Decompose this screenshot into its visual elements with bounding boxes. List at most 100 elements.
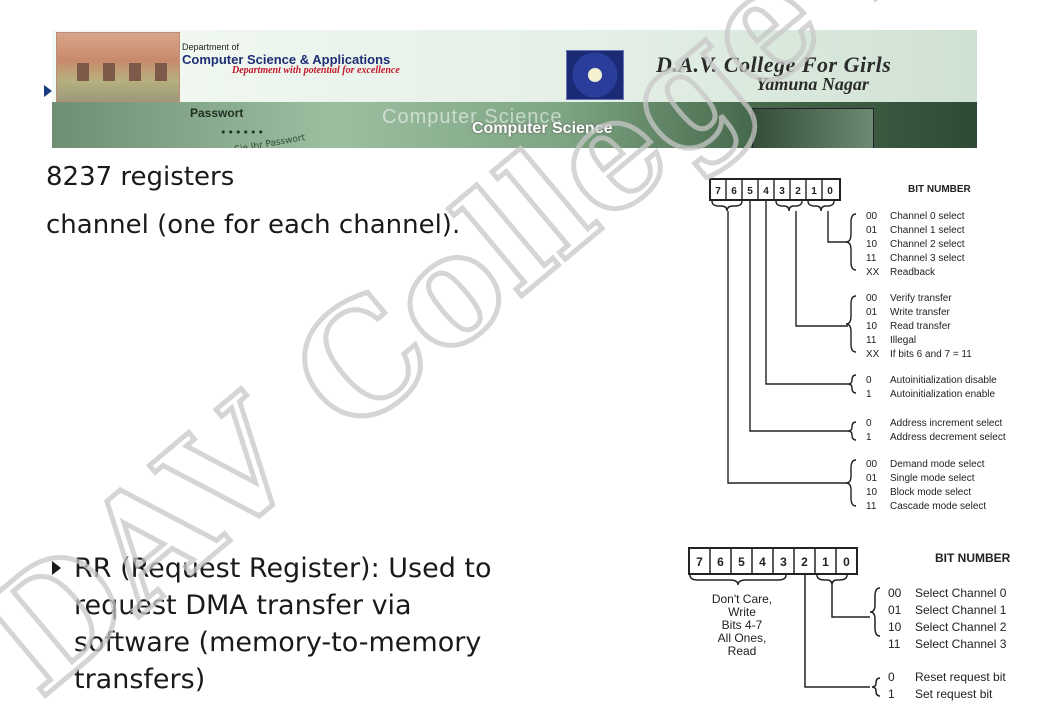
option-label: Select Channel 0	[915, 586, 1007, 600]
option-code: 01	[866, 473, 878, 484]
option-code: 11	[866, 501, 877, 512]
bit-label: 5	[747, 186, 753, 197]
bit-label: 5	[738, 555, 745, 569]
option-code: 00	[866, 211, 878, 222]
option-label: Autoinitialization disable	[890, 375, 997, 386]
option-label: Select Channel 2	[915, 620, 1007, 634]
option-code: 11	[866, 335, 877, 346]
circuit-chip-graphic	[752, 108, 874, 148]
slide-line-channel: channel (one for each channel).	[46, 210, 461, 240]
option-label: Cascade mode select	[890, 501, 986, 512]
option-label: Channel 2 select	[890, 239, 965, 250]
option-code: 10	[888, 620, 902, 634]
option-label: Channel 1 select	[890, 225, 965, 236]
college-name-line2: Yamuna Nagar	[756, 74, 869, 94]
bit-number-title: BIT NUMBER	[908, 184, 972, 195]
department-of-label: Department of	[182, 42, 240, 52]
note-line: Read	[728, 644, 757, 658]
option-code: 11	[866, 253, 877, 264]
option-label: Write transfer	[890, 307, 950, 318]
bit-label: 1	[811, 186, 817, 197]
option-label: Select Channel 1	[915, 603, 1007, 617]
option-label: Read transfer	[890, 321, 951, 332]
department-title: Department of Computer Science & Applica…	[182, 42, 562, 76]
option-label: Illegal	[890, 335, 916, 346]
option-code: 00	[888, 586, 902, 600]
bit-label: 7	[715, 186, 721, 197]
option-code: 01	[866, 225, 878, 236]
bit-label: 2	[795, 186, 801, 197]
option-label: Verify transfer	[890, 293, 952, 304]
option-label: Autoinitialization enable	[890, 389, 996, 400]
college-emblem-logo	[566, 50, 624, 100]
option-code: 00	[866, 293, 878, 304]
option-code: 1	[866, 389, 872, 400]
option-code: XX	[866, 267, 880, 278]
college-name: D.A.V. College For Girls Yamuna Nagar	[656, 52, 966, 95]
option-code: 10	[866, 321, 878, 332]
option-label: Readback	[890, 267, 936, 278]
bit-label: 4	[759, 555, 766, 569]
bullet-arrow-icon	[52, 561, 61, 575]
rr-line: request DMA transfer via	[74, 590, 412, 621]
option-code: 10	[866, 487, 878, 498]
slide-heading: 8237 registers	[46, 162, 235, 192]
bit-label: 6	[731, 186, 737, 197]
note-line: Don't Care,	[712, 592, 772, 606]
password-label: Passwort	[190, 106, 244, 120]
bit-label: 1	[822, 555, 829, 569]
bit-label: 7	[696, 555, 703, 569]
bit-number-title: BIT NUMBER	[935, 551, 1011, 565]
option-code: 01	[888, 603, 902, 617]
department-tagline: Department with potential for excellence	[232, 65, 400, 76]
bit-label: 4	[763, 186, 769, 197]
option-code: 11	[888, 637, 901, 651]
banner-bullet-icon	[44, 85, 52, 97]
header-banner: Department of Computer Science & Applica…	[52, 30, 977, 148]
option-code: 1	[888, 687, 895, 701]
rr-line: transfers)	[74, 664, 206, 695]
option-label: Channel 0 select	[890, 211, 965, 222]
option-code: 00	[866, 459, 878, 470]
option-label: If bits 6 and 7 = 11	[890, 349, 972, 360]
option-code: 1	[866, 432, 872, 443]
option-code: 01	[866, 307, 878, 318]
option-code: 0	[866, 418, 872, 429]
password-dots: ••••••	[220, 126, 265, 139]
department-name: Computer Science & Applications	[182, 52, 391, 67]
rr-line: software (memory-to-memory	[74, 627, 482, 658]
computer-science-faded-text: Computer Science	[382, 106, 563, 128]
option-label: Demand mode select	[890, 459, 985, 470]
rr-description: RR (Request Register): Used to request D…	[74, 550, 634, 698]
option-code: 10	[866, 239, 878, 250]
option-label: Block mode select	[890, 487, 971, 498]
option-label: Address increment select	[890, 418, 1002, 429]
bit-label: 0	[843, 555, 850, 569]
option-code: 0	[866, 375, 872, 386]
bit-label: 0	[827, 186, 833, 197]
banner-top-strip	[52, 30, 977, 102]
option-label: Select Channel 3	[915, 637, 1007, 651]
note-line: Write	[728, 605, 756, 619]
note-line: Bits 4-7	[722, 618, 763, 632]
rr-line: RR (Request Register): Used to	[74, 553, 492, 584]
option-label: Address decrement select	[890, 432, 1006, 443]
option-label: Channel 3 select	[890, 253, 965, 264]
bit-label: 3	[779, 186, 785, 197]
option-code: 0	[888, 670, 895, 684]
college-name-line1: D.A.V. College For Girls	[656, 52, 892, 77]
option-code: XX	[866, 349, 880, 360]
option-label: Reset request bit	[915, 670, 1006, 684]
bit-label: 3	[780, 555, 787, 569]
note-line: All Ones,	[718, 631, 767, 645]
bit-label: 2	[801, 555, 808, 569]
